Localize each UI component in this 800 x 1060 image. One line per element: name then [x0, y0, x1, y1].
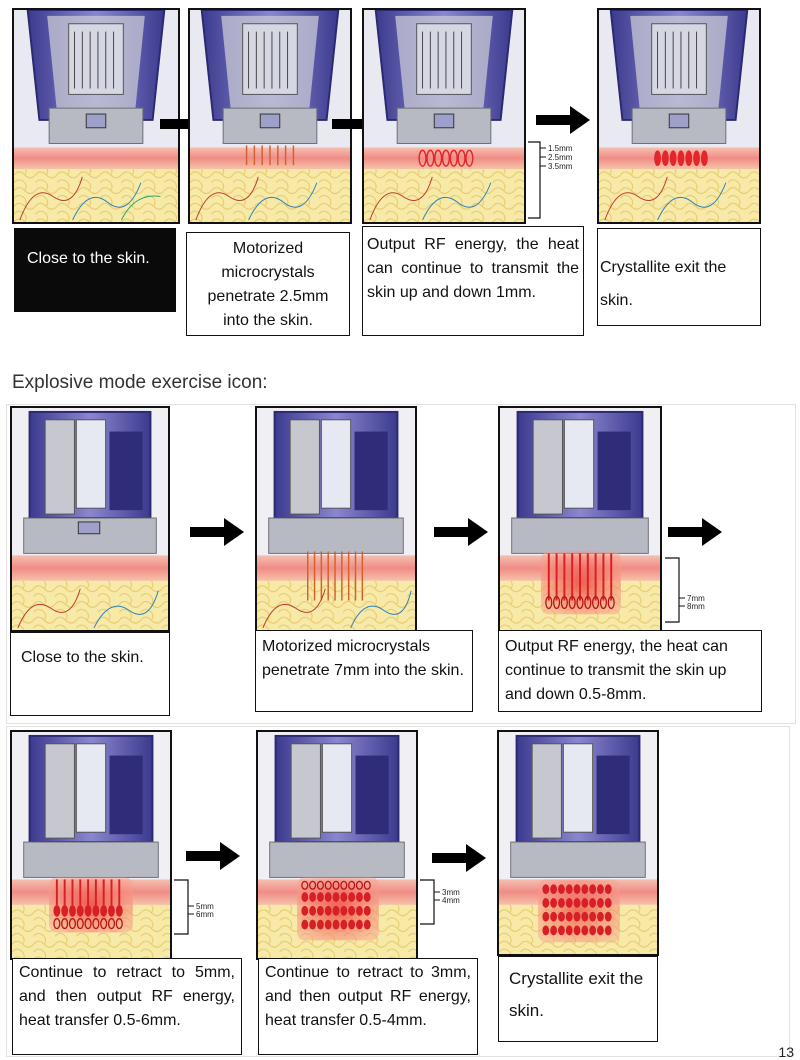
- depth-bracket: 5mm 6mm: [174, 879, 214, 935]
- page-number: 13: [778, 1044, 794, 1060]
- right-arrow-icon: [186, 842, 240, 870]
- depth-label: 8mm: [687, 602, 705, 611]
- step-caption: Continue to retract to 3mm, and then out…: [258, 958, 478, 1055]
- step-caption: Close to the skin.: [10, 632, 170, 716]
- explosive-illustration-panel-2: [255, 406, 417, 632]
- step-caption: Motorized microcrystals penetrate 7mm in…: [255, 630, 473, 712]
- right-arrow-icon: [434, 518, 488, 546]
- explosive-illustration-panel-3: [498, 406, 662, 632]
- depth-label: 3mm: [442, 888, 460, 897]
- device-illustration-panel-1: [12, 8, 180, 224]
- depth-label: 7mm: [687, 594, 705, 603]
- step-caption: Close to the skin.: [14, 228, 176, 312]
- device-illustration-panel-4: [597, 8, 761, 224]
- depth-bracket: 3mm 4mm: [420, 879, 460, 925]
- step-caption: Continue to retract to 5mm, and then out…: [12, 958, 242, 1055]
- depth-label: 5mm: [196, 902, 214, 911]
- depth-label: 3.5mm: [548, 162, 573, 171]
- device-illustration-panel-2: [188, 8, 352, 224]
- depth-label: 1.5mm: [548, 144, 573, 153]
- depth-bracket: 7mm 8mm: [665, 557, 705, 623]
- step-caption: Output RF energy, the heat can continue …: [498, 630, 762, 712]
- explosive-illustration-panel-4: [10, 730, 172, 960]
- depth-label: 4mm: [442, 896, 460, 905]
- section-heading: Explosive mode exercise icon:: [12, 372, 268, 393]
- explosive-illustration-panel-6: [497, 730, 659, 956]
- device-illustration-panel-3: [362, 8, 526, 224]
- right-arrow-icon: [190, 518, 244, 546]
- right-arrow-icon: [668, 518, 722, 546]
- depth-label: 6mm: [196, 910, 214, 919]
- explosive-illustration-panel-1: [10, 406, 170, 632]
- step-caption: Crystallite exit the skin.: [597, 228, 761, 326]
- step-caption: Output RF energy, the heat can continue …: [362, 226, 584, 336]
- step-caption: Crystallite exit the skin.: [498, 956, 658, 1042]
- depth-bracket: 1.5mm 2.5mm 3.5mm: [528, 141, 573, 219]
- right-arrow-icon: [536, 106, 590, 134]
- step-caption: Motorized microcrystals penetrate 2.5mm …: [186, 232, 350, 336]
- explosive-illustration-panel-5: [256, 730, 418, 960]
- right-arrow-icon: [432, 844, 486, 872]
- depth-label: 2.5mm: [548, 153, 573, 162]
